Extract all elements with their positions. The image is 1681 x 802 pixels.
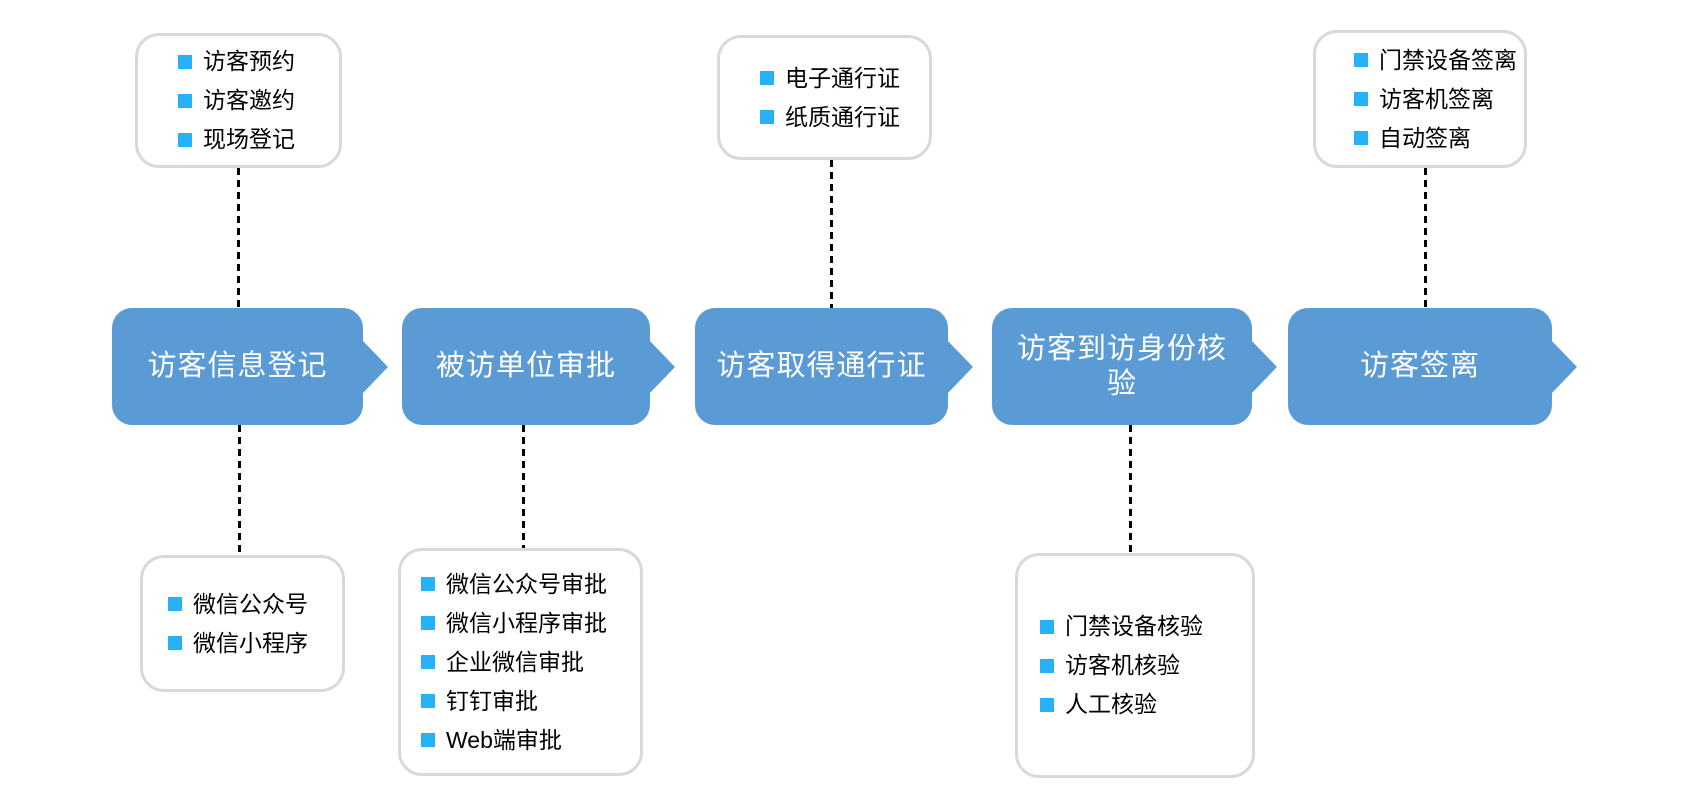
bullet-square-icon: [178, 54, 192, 69]
list-item-label: 访客预约: [203, 48, 295, 74]
step-label: 访客签离: [1359, 350, 1480, 383]
step-visitor-info-registration: 访客信息登记: [112, 308, 388, 425]
bullet-square-icon: [1040, 697, 1054, 712]
step-visitor-identity-verification: 访客到访身份核验: [992, 308, 1277, 425]
list-item: 微信公众号审批: [421, 565, 640, 604]
callout-list: 微信公众号 微信小程序: [168, 585, 342, 663]
list-item-label: 门禁设备核验: [1065, 613, 1203, 639]
list-item-label: 纸质通行证: [785, 103, 900, 130]
connector-step1-below: [238, 425, 241, 555]
arrow-right-icon: [1551, 339, 1577, 394]
list-item: 人工核验: [1040, 685, 1252, 724]
list-item-label: Web端审批: [446, 726, 562, 753]
callout-verification-methods: 门禁设备核验 访客机核验 人工核验: [1015, 553, 1255, 778]
callout-list: 电子通行证 纸质通行证: [760, 59, 929, 137]
bullet-square-icon: [1354, 131, 1368, 145]
callout-list: 微信公众号审批 微信小程序审批 企业微信审批 钉钉审批 Web端审批: [421, 565, 640, 760]
bullet-square-icon: [421, 577, 435, 591]
list-item: 自动签离: [1354, 119, 1524, 158]
list-item-label: 访客机签离: [1379, 85, 1494, 112]
bullet-square-icon: [1354, 92, 1368, 106]
callout-registration-channels: 微信公众号 微信小程序: [140, 555, 345, 692]
list-item-label: 自动签离: [1379, 124, 1471, 151]
bullet-square-icon: [178, 132, 192, 147]
bullet-square-icon: [1040, 658, 1054, 673]
callout-sign-out-methods: 门禁设备签离 访客机签离 自动签离: [1313, 30, 1527, 168]
list-item-label: 访客机核验: [1065, 652, 1180, 678]
bullet-square-icon: [760, 110, 774, 124]
list-item-label: 人工核验: [1065, 691, 1157, 717]
callout-list: 门禁设备签离 访客机签离 自动签离: [1354, 41, 1524, 158]
list-item: 钉钉审批: [421, 682, 640, 721]
step-label: 访客到访身份核验: [1016, 333, 1227, 400]
step-visitor-sign-out: 访客签离: [1288, 308, 1577, 425]
list-item-label: 门禁设备签离: [1379, 46, 1517, 73]
bullet-square-icon: [1354, 53, 1368, 67]
list-item-label: 企业微信审批: [446, 648, 584, 675]
connector-step4-below: [1129, 425, 1132, 553]
bullet-square-icon: [421, 733, 435, 747]
list-item-label: 微信小程序审批: [446, 609, 607, 636]
list-item: 微信小程序: [168, 624, 342, 663]
list-item-label: 电子通行证: [785, 64, 900, 91]
connector-step3-above: [830, 160, 833, 308]
bullet-square-icon: [1040, 619, 1054, 634]
list-item-label: 微信公众号: [193, 590, 308, 617]
list-item: Web端审批: [421, 721, 640, 760]
list-item-label: 访客邀约: [203, 87, 295, 113]
list-item: 纸质通行证: [760, 98, 929, 137]
step-label: 访客取得通行证: [716, 350, 927, 383]
callout-pass-types: 电子通行证 纸质通行证: [717, 35, 932, 160]
connector-step2-below: [522, 425, 525, 548]
list-item: 电子通行证: [760, 59, 929, 98]
list-item: 企业微信审批: [421, 643, 640, 682]
connector-step1-above: [237, 168, 240, 308]
bullet-square-icon: [421, 616, 435, 630]
arrow-right-icon: [1251, 339, 1277, 394]
list-item-label: 微信小程序: [193, 629, 308, 656]
list-item: 访客机签离: [1354, 80, 1524, 119]
bullet-square-icon: [168, 597, 182, 611]
list-item: 现场登记: [178, 120, 339, 159]
bullet-square-icon: [168, 636, 182, 650]
bullet-square-icon: [178, 93, 192, 108]
callout-approval-channels: 微信公众号审批 微信小程序审批 企业微信审批 钉钉审批 Web端审批: [398, 548, 643, 776]
step-label: 被访单位审批: [435, 350, 616, 383]
list-item: 微信小程序审批: [421, 604, 640, 643]
callout-registration-methods: 访客预约 访客邀约 现场登记: [135, 33, 342, 168]
bullet-square-icon: [421, 694, 435, 708]
list-item: 门禁设备核验: [1040, 607, 1252, 646]
list-item: 访客邀约: [178, 81, 339, 120]
arrow-right-icon: [947, 339, 973, 394]
arrow-right-icon: [649, 339, 675, 394]
step-label: 访客信息登记: [147, 350, 328, 383]
arrow-right-icon: [362, 339, 388, 394]
list-item: 访客机核验: [1040, 646, 1252, 685]
callout-list: 门禁设备核验 访客机核验 人工核验: [1040, 607, 1252, 724]
list-item-label: 现场登记: [203, 126, 295, 152]
bullet-square-icon: [421, 655, 435, 669]
connector-step5-above: [1424, 168, 1427, 308]
list-item: 访客预约: [178, 42, 339, 81]
step-visitor-obtains-pass: 访客取得通行证: [695, 308, 973, 425]
bullet-square-icon: [760, 71, 774, 85]
list-item: 微信公众号: [168, 585, 342, 624]
callout-list: 访客预约 访客邀约 现场登记: [178, 42, 339, 159]
list-item-label: 微信公众号审批: [446, 570, 607, 597]
step-host-unit-approval: 被访单位审批: [402, 308, 675, 425]
list-item-label: 钉钉审批: [446, 687, 538, 714]
list-item: 门禁设备签离: [1354, 41, 1524, 80]
